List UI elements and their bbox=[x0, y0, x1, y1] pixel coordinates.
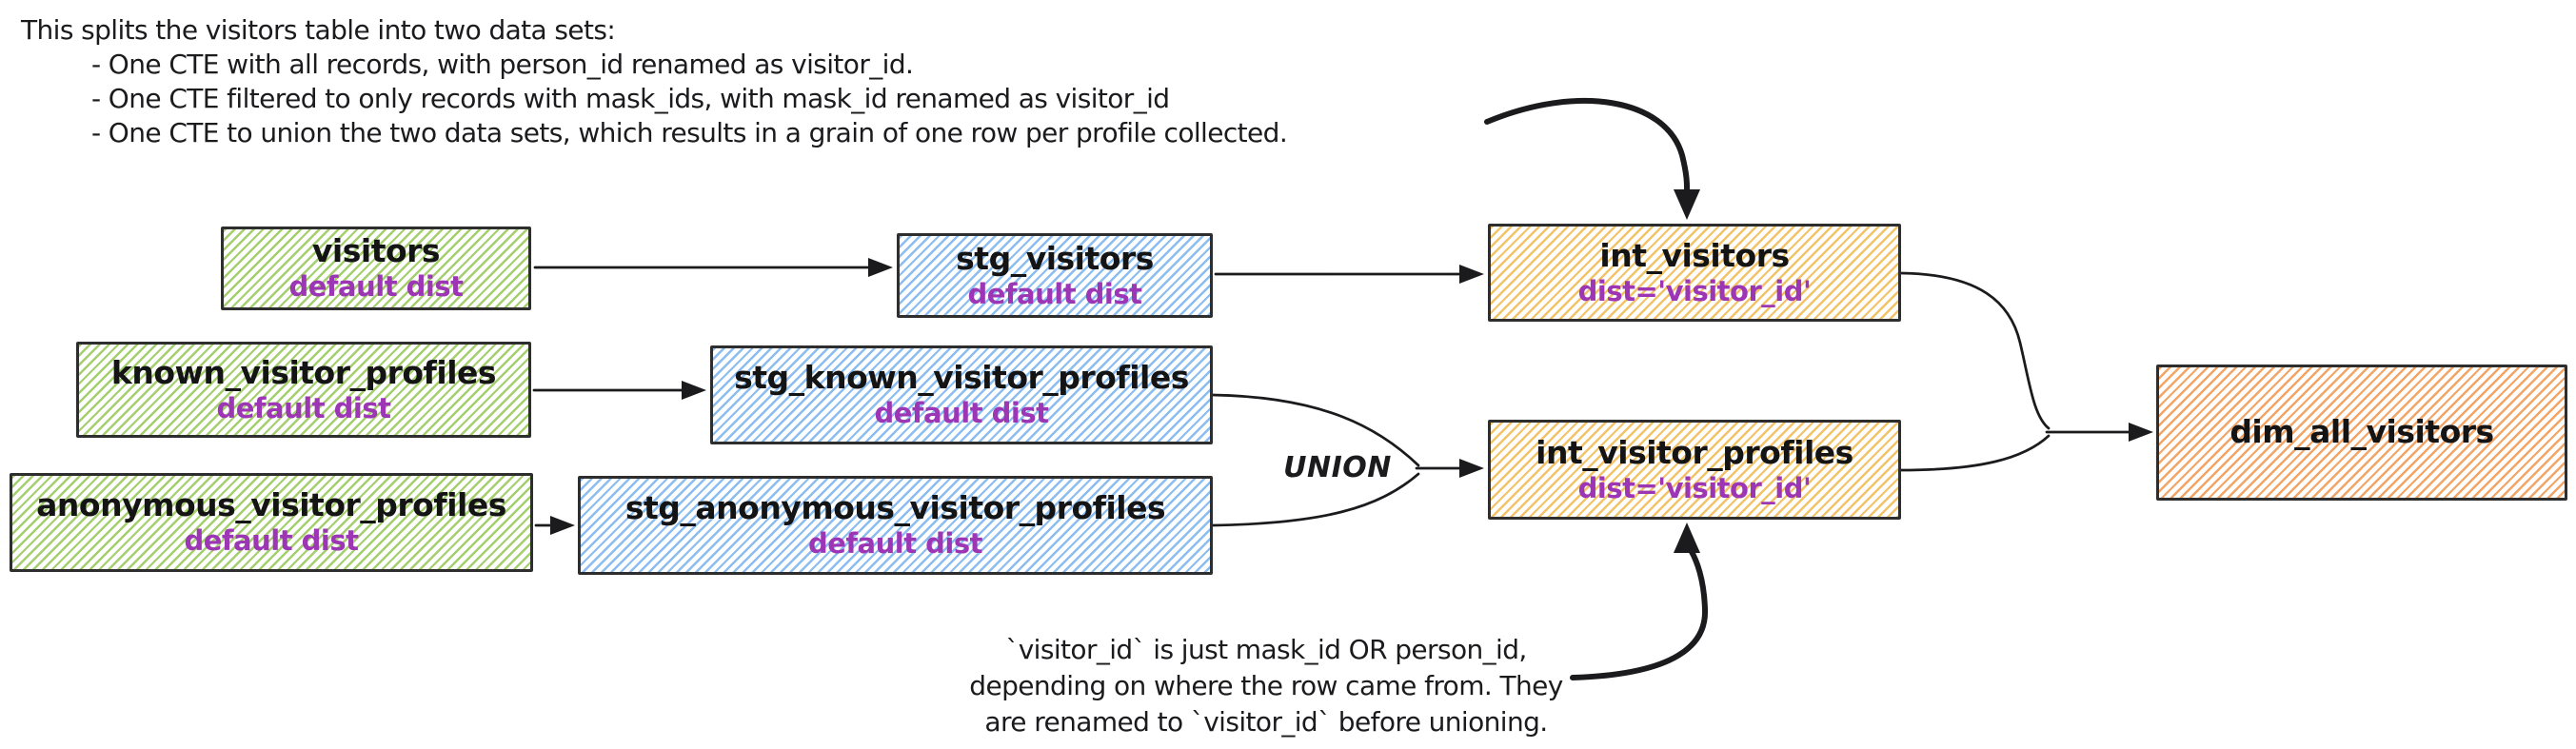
top-note-line-1: This splits the visitors table into two … bbox=[21, 14, 616, 46]
node-visitors: visitors default dist bbox=[221, 227, 531, 310]
bottom-note-line-3: are renamed to `visitor_id` before union… bbox=[984, 706, 1548, 738]
edge-bottom-note-to-int-visitor-profiles bbox=[1570, 547, 1709, 680]
node-dim-all-visitors-label: dim_all_visitors bbox=[2229, 413, 2494, 451]
node-known-visitor-profiles: known_visitor_profiles default dist bbox=[76, 342, 531, 438]
arrowhead-stg-visitors bbox=[868, 258, 893, 277]
node-visitors-dist: default dist bbox=[288, 270, 464, 304]
edge-top-note-to-int-visitors bbox=[1484, 98, 1691, 197]
node-anonymous-visitor-profiles-label: anonymous_visitor_profiles bbox=[36, 486, 506, 524]
node-known-visitor-profiles-label: known_visitor_profiles bbox=[110, 353, 497, 391]
bottom-note: `visitor_id` is just mask_id OR person_i… bbox=[933, 632, 1599, 740]
node-known-visitor-profiles-dist: default dist bbox=[216, 391, 391, 424]
node-stg-anonymous-visitor-profiles: stg_anonymous_visitor_profiles default d… bbox=[578, 476, 1213, 575]
node-visitors-label: visitors bbox=[311, 232, 441, 270]
edge-stg-anon-to-union bbox=[1211, 472, 1420, 527]
bottom-note-line-2: depending on where the row came from. Th… bbox=[969, 670, 1563, 701]
edge-int-visitor-profiles-to-dim bbox=[1899, 434, 2051, 472]
node-dim-all-visitors: dim_all_visitors bbox=[2156, 365, 2567, 501]
node-stg-visitors-dist: default dist bbox=[967, 277, 1142, 310]
node-stg-known-visitor-profiles-label: stg_known_visitor_profiles bbox=[734, 359, 1189, 397]
arrowhead-int-visitor-profiles bbox=[1459, 459, 1484, 478]
union-operator-label: UNION bbox=[1283, 451, 1392, 484]
arrowhead-bottom-note bbox=[1674, 522, 1700, 553]
edge-int-visitors-to-dim bbox=[1899, 271, 2051, 430]
arrowhead-top-note bbox=[1674, 189, 1700, 220]
edge-stg-known-to-union bbox=[1211, 393, 1420, 467]
node-stg-visitors-label: stg_visitors bbox=[956, 239, 1154, 277]
node-int-visitors-dist: dist='visitor_id' bbox=[1577, 274, 1812, 307]
node-int-visitor-profiles-dist: dist='visitor_id' bbox=[1577, 471, 1812, 504]
node-anonymous-visitor-profiles: anonymous_visitor_profiles default dist bbox=[10, 473, 533, 572]
node-stg-known-visitor-profiles: stg_known_visitor_profiles default dist bbox=[710, 345, 1213, 444]
node-int-visitor-profiles-label: int_visitor_profiles bbox=[1536, 433, 1853, 471]
node-stg-known-visitor-profiles-dist: default dist bbox=[874, 397, 1049, 430]
node-int-visitors-label: int_visitors bbox=[1599, 236, 1790, 274]
arrowhead-int-visitors bbox=[1459, 265, 1484, 284]
bottom-note-line-1: `visitor_id` is just mask_id OR person_i… bbox=[1005, 634, 1527, 665]
top-note-line-3: - One CTE filtered to only records with … bbox=[91, 83, 1170, 114]
arrowhead-stg-anon bbox=[550, 516, 575, 535]
node-int-visitors: int_visitors dist='visitor_id' bbox=[1488, 224, 1901, 322]
node-int-visitor-profiles: int_visitor_profiles dist='visitor_id' bbox=[1488, 420, 1901, 520]
node-stg-anonymous-visitor-profiles-label: stg_anonymous_visitor_profiles bbox=[624, 489, 1166, 527]
arrowhead-dim-all-visitors bbox=[2129, 423, 2153, 442]
top-note-line-4: - One CTE to union the two data sets, wh… bbox=[91, 117, 1288, 148]
node-stg-visitors: stg_visitors default dist bbox=[897, 233, 1213, 318]
node-stg-anonymous-visitor-profiles-dist: default dist bbox=[808, 527, 982, 561]
node-anonymous-visitor-profiles-dist: default dist bbox=[184, 524, 359, 558]
top-note-line-2: - One CTE with all records, with person_… bbox=[91, 49, 914, 80]
arrowhead-stg-known bbox=[682, 381, 706, 400]
